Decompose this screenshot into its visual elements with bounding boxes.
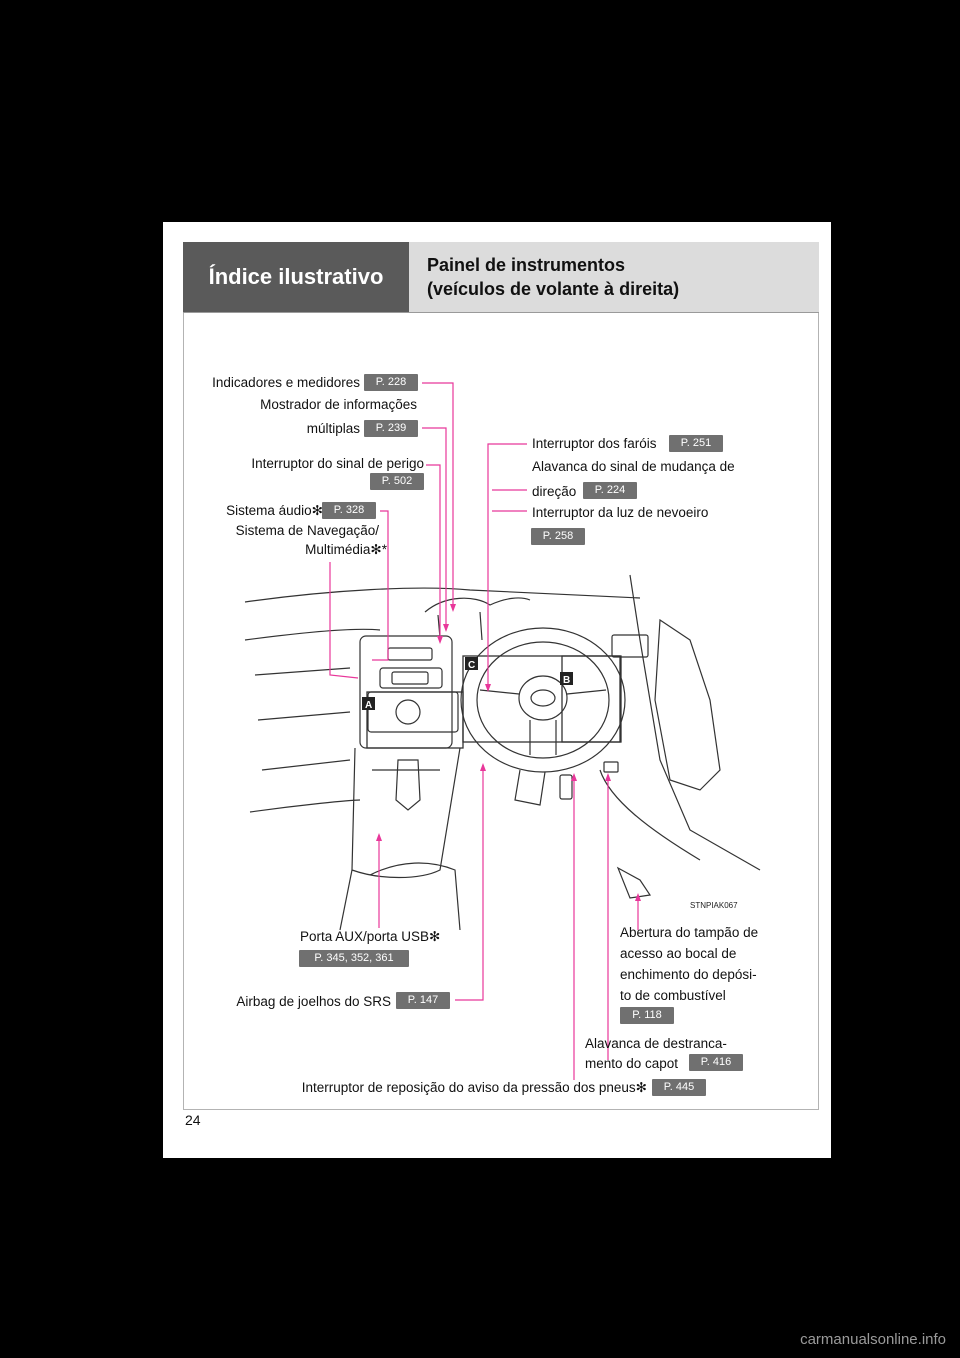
- gauges-page-ref[interactable]: P. 228: [364, 374, 418, 391]
- aux-label: Porta AUX/porta USB✻: [300, 929, 441, 944]
- fog-label: Interruptor da luz de nevoeiro: [532, 505, 709, 520]
- manual-page: [163, 222, 831, 1158]
- fog-page-ref[interactable]: P. 258: [531, 528, 585, 545]
- headlight-page-ref[interactable]: P. 251: [669, 435, 723, 452]
- mid-label-line-2: múltiplas: [306, 421, 360, 436]
- mid-page-ref[interactable]: P. 239: [364, 420, 418, 437]
- turn-page-ref[interactable]: P. 224: [583, 482, 637, 499]
- headlight-label: Interruptor dos faróis: [532, 436, 657, 451]
- hood-label-line-1: Alavanca de destranca-: [585, 1036, 727, 1051]
- area-label-c: C: [468, 660, 475, 671]
- diagram-code: STNPIAK067: [690, 901, 738, 910]
- area-label-b: B: [563, 675, 570, 686]
- fuel-label-line-3: enchimento do depósi-: [620, 967, 757, 982]
- tpms-page-ref[interactable]: P. 445: [652, 1079, 706, 1096]
- fuel-label-line-1: Abertura do tampão de: [620, 925, 759, 940]
- mid-label-line-1: Mostrador de informações: [260, 397, 417, 412]
- audio-page-ref[interactable]: P. 328: [322, 502, 376, 519]
- hood-page-ref[interactable]: P. 416: [689, 1054, 743, 1071]
- airbag-label: Airbag de joelhos do SRS: [236, 994, 391, 1009]
- page-subtitle: Painel de instrumentos (veículos de vola…: [409, 242, 819, 312]
- fuel-page-ref[interactable]: P. 118: [620, 1007, 674, 1024]
- gauges-label: Indicadores e medidores: [212, 375, 360, 390]
- turn-label-line-1: Alavanca do sinal de mudança de: [532, 459, 735, 474]
- aux-page-ref[interactable]: P. 345, 352, 361: [299, 950, 409, 967]
- tpms-label: Interruptor de reposição do aviso da pre…: [301, 1080, 647, 1095]
- airbag-page-ref[interactable]: P. 147: [396, 992, 450, 1009]
- hood-label-line-2: mento do capot: [585, 1056, 679, 1071]
- subtitle-line-2: (veículos de volante à direita): [427, 279, 680, 299]
- section-title: Índice ilustrativo: [183, 242, 409, 312]
- page-number: 24: [185, 1112, 201, 1128]
- nav-label-line-1: Sistema de Navegação/: [235, 523, 379, 538]
- turn-label-line-2: direção: [532, 484, 577, 499]
- watermark: carmanualsonline.info: [800, 1331, 946, 1348]
- subtitle-line-1: Painel de instrumentos: [427, 255, 626, 275]
- nav-label-line-2: Multimédia✻*: [305, 542, 387, 557]
- header-divider: [183, 312, 819, 313]
- area-label-a: A: [365, 700, 372, 711]
- fuel-label-line-4: to de combustível: [620, 988, 726, 1003]
- hazard-label: Interruptor do sinal de perigo: [251, 456, 424, 471]
- audio-label: Sistema áudio✻: [226, 503, 323, 518]
- fuel-label-line-2: acesso ao bocal de: [620, 946, 737, 961]
- hazard-page-ref[interactable]: P. 502: [370, 473, 424, 490]
